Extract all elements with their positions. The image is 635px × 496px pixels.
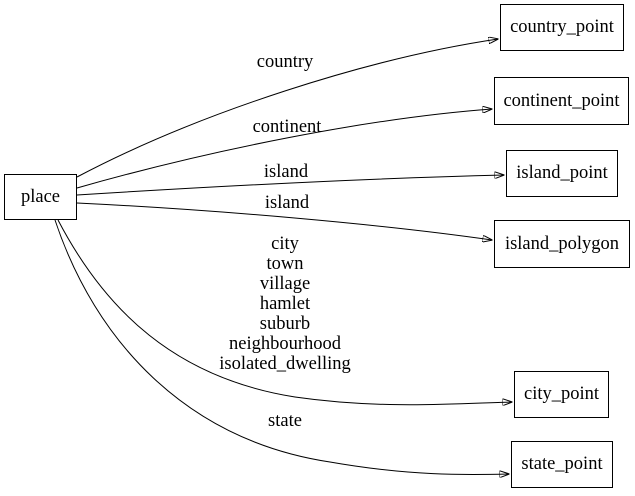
edge-place-country-point xyxy=(76,39,498,178)
edge-label-country: country xyxy=(256,52,314,72)
edge-place-continent-point xyxy=(76,109,492,189)
node-island-polygon: island_polygon xyxy=(494,220,630,268)
node-place: place xyxy=(4,174,77,220)
node-island-point-label: island_point xyxy=(516,163,608,183)
edge-label-continent: continent xyxy=(252,117,322,137)
node-city-point-label: city_point xyxy=(523,384,600,404)
node-country-point: country_point xyxy=(500,4,624,51)
node-continent-point: continent_point xyxy=(494,77,629,125)
node-continent-point-label: continent_point xyxy=(503,90,620,111)
node-state-point: state_point xyxy=(511,441,613,488)
node-country-point-label: country_point xyxy=(510,17,614,37)
node-island-point: island_point xyxy=(506,150,618,197)
node-city-point: city_point xyxy=(514,371,609,418)
edge-label-island-polygon: island xyxy=(264,193,310,213)
edge-place-city-point xyxy=(57,219,512,405)
edge-label-city-point: city town village hamlet suburb neighbou… xyxy=(219,234,351,374)
edge-place-island-polygon xyxy=(76,202,492,240)
node-place-label: place xyxy=(20,186,61,207)
node-state-point-label: state_point xyxy=(521,454,603,474)
node-island-polygon-label: island_polygon xyxy=(504,233,620,254)
edge-label-state-point: state xyxy=(268,411,302,431)
edge-place-state-point xyxy=(54,219,509,475)
edge-place-island-point xyxy=(76,175,504,196)
edge-label-island-point: island xyxy=(263,162,309,182)
